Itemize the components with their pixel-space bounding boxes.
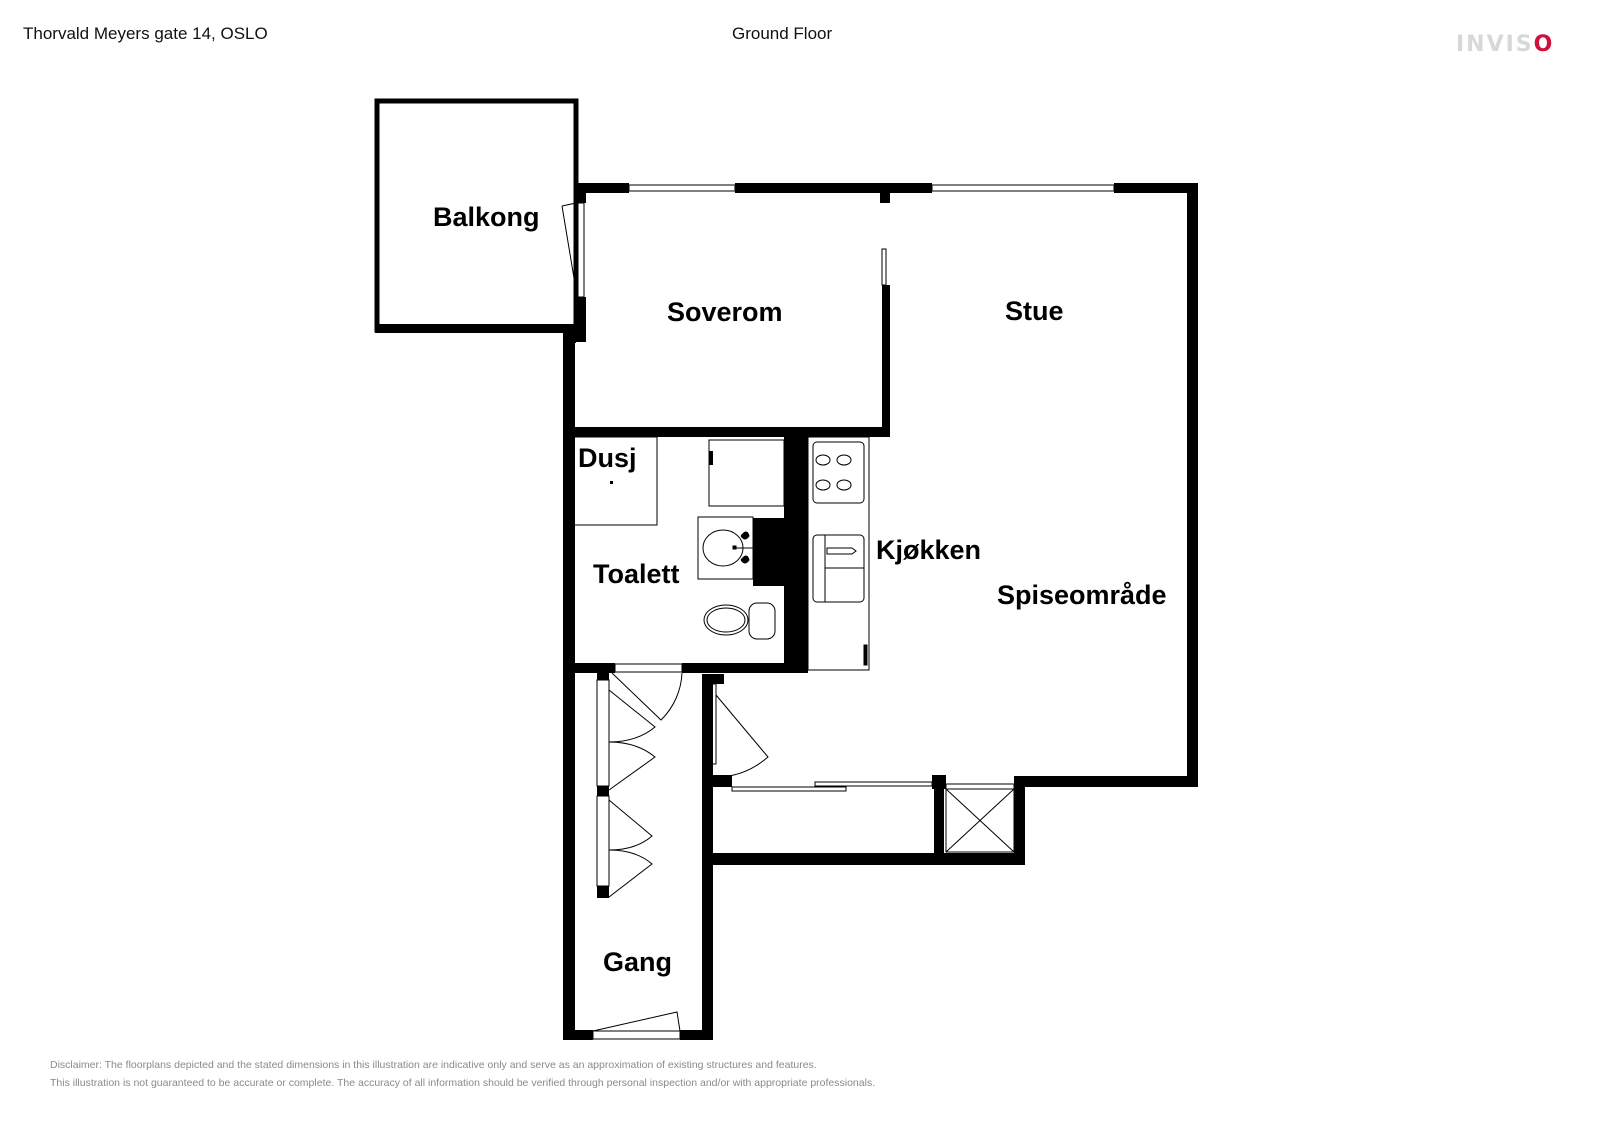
bathroom-sink — [697, 516, 754, 580]
toilet — [703, 602, 776, 640]
exterior-walls — [563, 183, 1198, 1040]
disclaimer-line-2: This illustration is not guaranteed to b… — [50, 1077, 876, 1089]
room-label-spiseomrade: Spiseområde — [997, 580, 1167, 610]
bathroom-door — [611, 663, 683, 721]
property-address: Thorvald Meyers gate 14, OSLO — [23, 24, 268, 43]
room-label-gang: Gang — [603, 947, 672, 977]
sliding-closet-door — [731, 781, 933, 792]
shaft — [945, 783, 1015, 853]
inviso-logo: INVISO — [1456, 32, 1554, 57]
sliding-door — [881, 248, 887, 286]
closet-doors — [596, 679, 656, 898]
room-label-dusj: Dusj — [578, 443, 637, 473]
disclaimer-line-1: Disclaimer: The floorplans depicted and … — [50, 1059, 817, 1071]
washing-machine — [708, 439, 785, 507]
room-label-soverom: Soverom — [667, 297, 783, 327]
room-label-kjokken: Kjøkken — [876, 535, 981, 565]
room-label-balkong: Balkong — [433, 202, 540, 232]
logo-accent: O — [1533, 32, 1555, 57]
kitchen-counter — [807, 436, 870, 671]
entrance-door — [592, 1011, 681, 1040]
balcony-door — [561, 202, 585, 298]
shower-area — [570, 436, 658, 526]
floor-title: Ground Floor — [732, 24, 833, 43]
windows — [628, 184, 1195, 777]
logo-text: INVIS — [1456, 32, 1534, 57]
interior-walls — [563, 193, 946, 898]
room-label-stue: Stue — [1005, 296, 1064, 326]
living-room-door — [705, 683, 769, 778]
shower-drain — [610, 481, 613, 484]
room-label-toalett: Toalett — [593, 559, 680, 589]
